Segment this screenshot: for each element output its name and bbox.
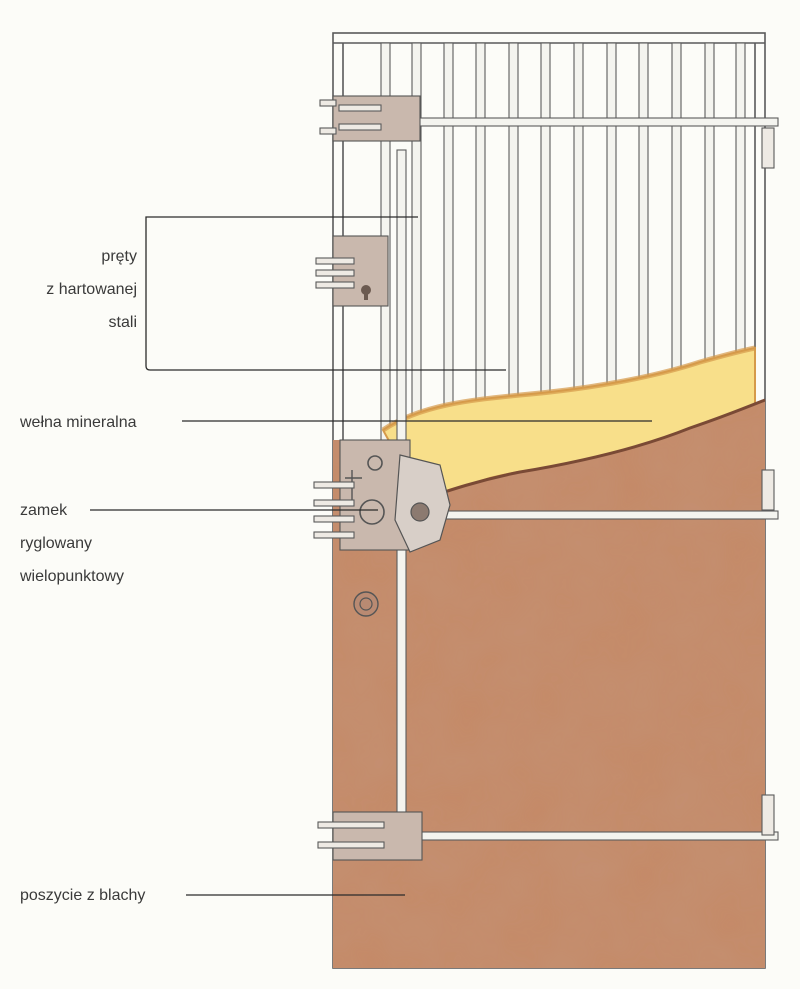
- leader-lines: [90, 216, 652, 896]
- lock-label-line-3: wielopunktowy: [19, 568, 124, 585]
- sheet-metal-torn-edge: [419, 398, 766, 502]
- bars-label-line-1: pręty: [101, 248, 137, 265]
- multipoint-lock-mechanism: [313, 439, 451, 553]
- upper-lock: [315, 235, 389, 307]
- bottom-bolt-plate: [317, 811, 423, 861]
- mineral-wool-edge: [381, 345, 756, 433]
- lock-label-line-1: zamek: [20, 502, 68, 519]
- labels: pręty z hartowanej stali wełna mineralna…: [19, 248, 145, 904]
- bars-label-line-2: z hartowanej: [46, 281, 137, 298]
- steel-bar: [443, 42, 454, 464]
- top-bolt-plate: [319, 95, 421, 142]
- bars-label-line-3: stali: [109, 314, 137, 331]
- lock-cylinder: [353, 591, 379, 617]
- wool-label: wełna mineralna: [19, 414, 137, 431]
- bars-leader: [145, 216, 506, 371]
- right-hinges: [761, 127, 775, 836]
- sheet-label: poszycie z blachy: [20, 887, 145, 904]
- sheet-metal-cladding: [333, 400, 765, 968]
- lock-label-line-2: ryglowany: [20, 535, 92, 552]
